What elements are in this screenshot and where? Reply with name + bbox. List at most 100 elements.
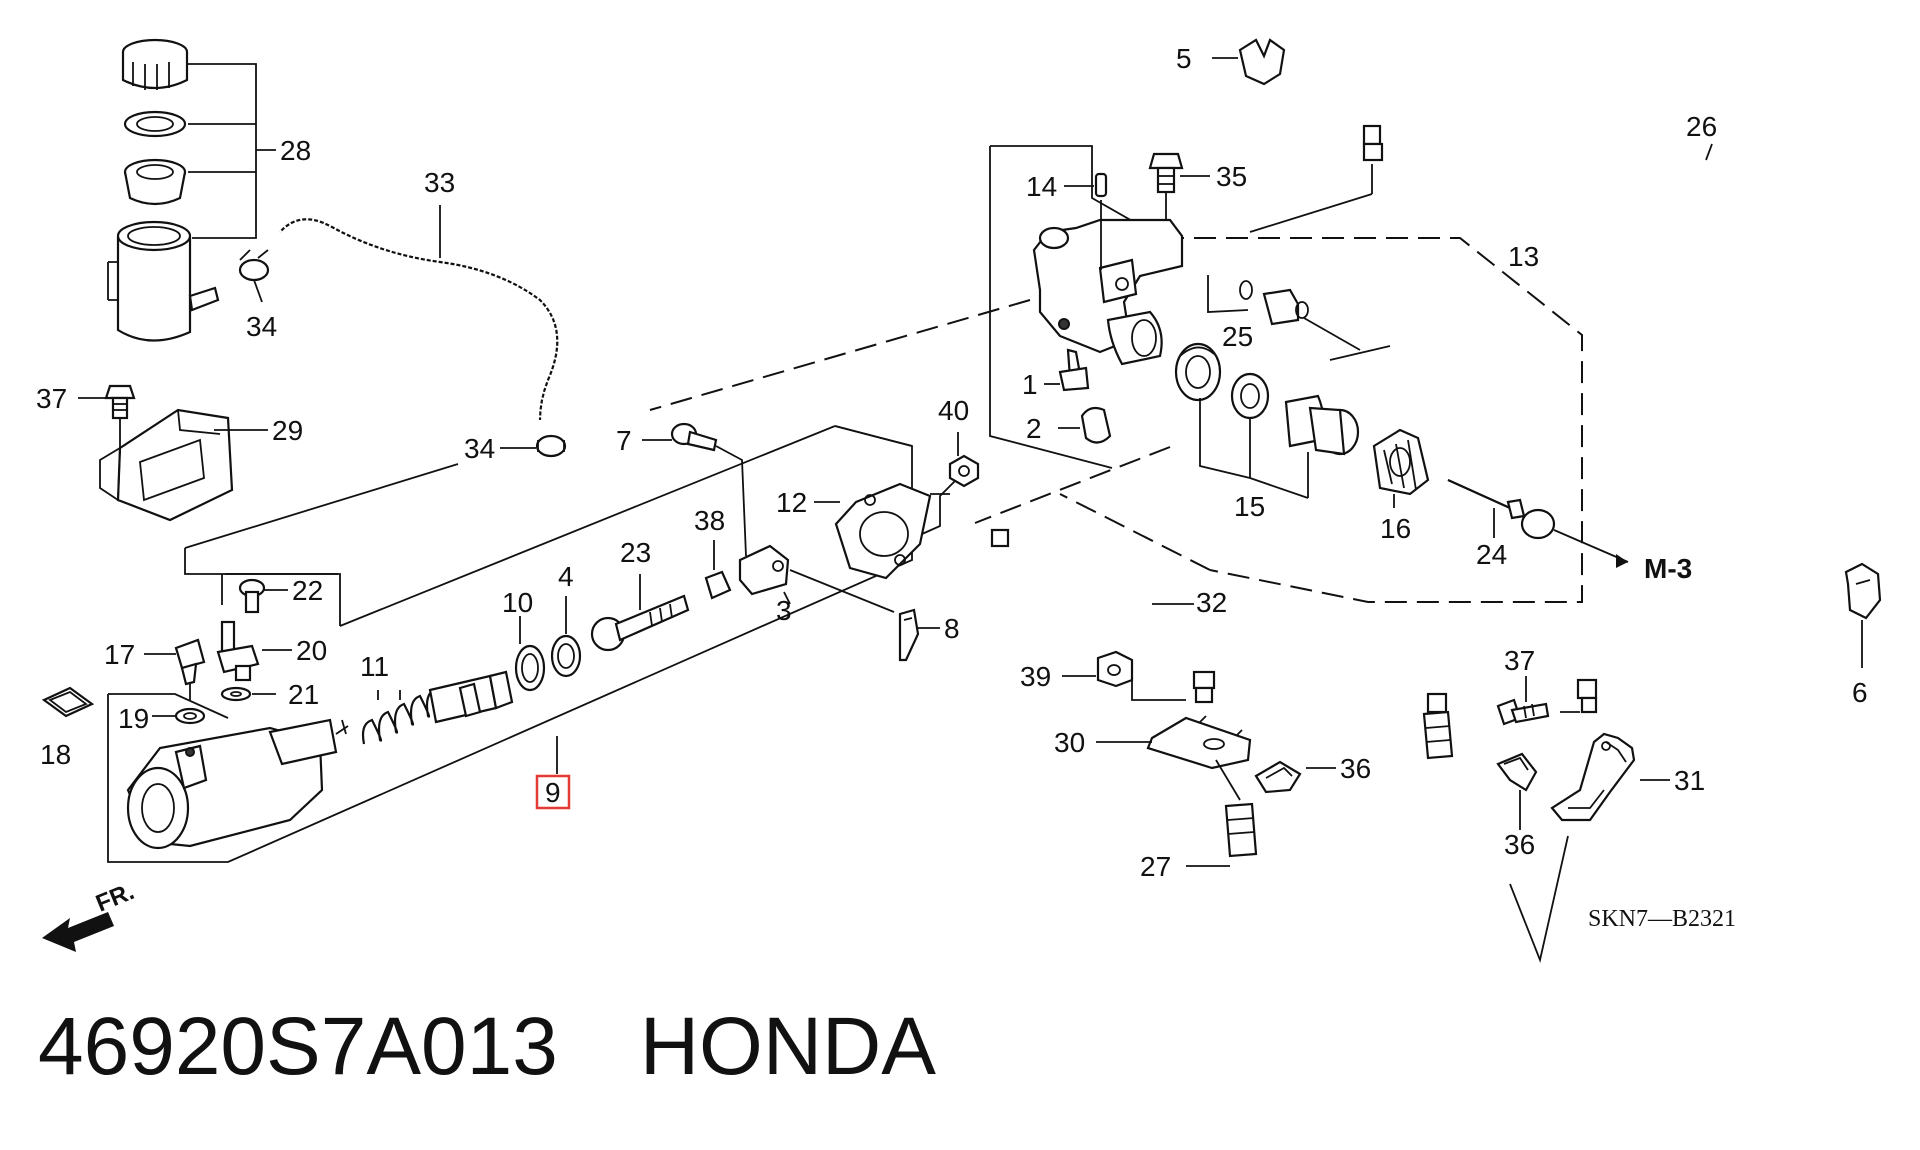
- front-direction-arrow: [42, 912, 114, 952]
- fitting-washer: [220, 686, 252, 702]
- part-title: 46920S7A013 HONDA: [38, 1000, 936, 1094]
- clevis: [738, 544, 790, 596]
- fitting-bolt: [238, 578, 266, 614]
- pushrod-nut: [704, 570, 732, 600]
- piston-seal: [1230, 372, 1270, 420]
- callout-8: 8: [944, 613, 960, 644]
- callout-38: 38: [694, 505, 725, 536]
- callout-34-upper: 34: [246, 311, 277, 342]
- return-spring: [361, 688, 437, 745]
- master-cylinder-gasket: [834, 482, 932, 580]
- o-ring: [1239, 280, 1253, 300]
- mounting-bolt: [1148, 152, 1184, 194]
- callout-1: 1: [1022, 369, 1038, 400]
- callout-10: 10: [502, 587, 533, 618]
- bleeder-screw: [1058, 348, 1090, 392]
- callout-25: 25: [1222, 321, 1253, 352]
- callout-31: 31: [1674, 765, 1705, 796]
- callout-4: 4: [558, 561, 574, 592]
- hose-clip-upper: [238, 249, 270, 282]
- piston-ring-10: [514, 644, 546, 692]
- bracket-bolt-right: [1496, 698, 1550, 726]
- callout-29: 29: [272, 415, 303, 446]
- piston-cup: [1174, 342, 1222, 402]
- hose-bracket-center: [1146, 715, 1252, 770]
- pedal-clip: [898, 608, 920, 662]
- callout-36-right: 36: [1504, 829, 1535, 860]
- callout-3: 3: [776, 595, 792, 626]
- reservoir-hose: [273, 210, 567, 421]
- hose-nut: [1096, 650, 1134, 688]
- clutch-pipe-secondary: [990, 528, 1216, 704]
- boot: [1372, 428, 1430, 496]
- callout-19: 19: [118, 703, 149, 734]
- pipe-clamp-right: [1844, 562, 1882, 620]
- callout-11: 11: [360, 651, 389, 682]
- diagram-code: SKN7—B2321: [1588, 906, 1736, 932]
- callout-40: 40: [938, 395, 969, 426]
- brand-name: HONDA: [639, 1001, 936, 1092]
- highlight-box: [535, 774, 571, 810]
- callout-5: 5: [1176, 43, 1192, 74]
- callout-17: 17: [104, 639, 135, 670]
- callout-39: 39: [1020, 661, 1051, 692]
- callout-23: 23: [620, 537, 651, 568]
- reservoir-filter: [123, 158, 187, 206]
- retaining-clip: [41, 686, 95, 718]
- clutch-hose: [1224, 692, 1454, 957]
- callout-37-left: 37: [36, 383, 67, 414]
- hose-bracket-right: [1550, 732, 1636, 822]
- bleeder-cap: [1080, 406, 1112, 444]
- seal-assembly: [1262, 288, 1309, 326]
- callout-24: 24: [1476, 539, 1507, 570]
- callout-37-right: 37: [1504, 645, 1535, 676]
- clevis-pin: [670, 422, 718, 452]
- bracket-bolt: [104, 384, 136, 420]
- leader-v-bottom: [1509, 835, 1569, 964]
- master-cylinder-body: [126, 718, 349, 850]
- mounting-nut: [948, 454, 980, 488]
- callout-30: 30: [1054, 727, 1085, 758]
- part-number: 46920S7A013: [38, 1001, 558, 1092]
- reference-label: M-3: [1644, 553, 1692, 584]
- master-cylinder-assembly-outline: [107, 425, 913, 863]
- callout-6: 6: [1852, 677, 1868, 708]
- pipe-clamp-top: [1238, 38, 1286, 86]
- slave-cylinder-assembly-outline: [649, 145, 1583, 603]
- hose-clip-right: [1496, 752, 1538, 792]
- callout-13: 13: [1508, 241, 1539, 272]
- callout-34-lower: 34: [464, 433, 495, 464]
- piston-assembly: [428, 670, 514, 724]
- pipe-nut: [174, 638, 206, 686]
- reservoir-tank: [107, 220, 220, 342]
- callout-12: 12: [776, 487, 807, 518]
- slave-cylinder-housing: [1032, 218, 1184, 366]
- callout-20: 20: [296, 635, 327, 666]
- hose-clip-center: [1254, 760, 1302, 794]
- callout-18: 18: [40, 739, 71, 770]
- callout-26: 26: [1686, 111, 1717, 142]
- direction-label: FR.: [92, 878, 138, 918]
- reservoir-seal-ring: [123, 110, 187, 138]
- pipe-fitting: [216, 620, 260, 682]
- callout-27: 27: [1140, 851, 1171, 882]
- piston-ring-4: [550, 634, 582, 678]
- callout-7: 7: [616, 425, 632, 456]
- slave-piston: [1284, 394, 1360, 456]
- reservoir-bracket: [99, 408, 234, 522]
- callout-22: 22: [292, 575, 323, 606]
- callout-14: 14: [1026, 171, 1057, 202]
- spring-pin: [1094, 172, 1108, 198]
- leader-28: [188, 63, 257, 239]
- reservoir-cap: [121, 38, 189, 90]
- pipe-washer: [174, 707, 206, 725]
- hose-clip-lower: [535, 434, 567, 458]
- callout-32: 32: [1196, 587, 1227, 618]
- callout-9: 9: [545, 777, 561, 808]
- slave-pushrod: [1447, 478, 1556, 540]
- callout-36-center: 36: [1340, 753, 1371, 784]
- callout-33: 33: [424, 167, 455, 198]
- callout-35: 35: [1216, 161, 1247, 192]
- clutch-pipe-main: [1333, 56, 1888, 714]
